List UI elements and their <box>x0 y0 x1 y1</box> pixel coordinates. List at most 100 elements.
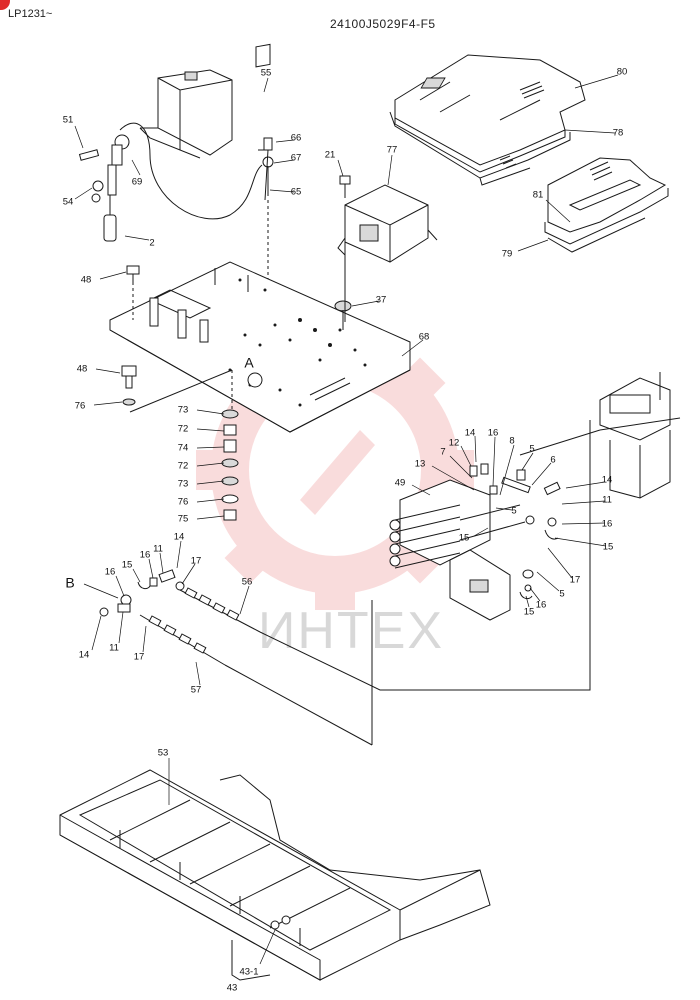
callout-leader-c14b <box>565 481 606 489</box>
callout-leader-c56 <box>239 585 250 615</box>
callout-label-c55: 55 <box>261 68 272 79</box>
callout-label-c51: 51 <box>63 115 74 126</box>
callout-leader-c11b <box>159 552 164 574</box>
floor-mat-80 <box>394 54 586 173</box>
callout-leader-c21 <box>337 159 344 177</box>
callout-label-c11c: 11 <box>109 643 119 654</box>
control-box <box>139 69 233 159</box>
callout-label-c69: 69 <box>132 177 143 188</box>
callout-leader-c49 <box>411 484 431 496</box>
callout-leader-c72b <box>196 462 225 467</box>
callout-label-c72b: 72 <box>178 461 189 472</box>
callout-leader-c16c <box>529 587 541 602</box>
callout-leader-c78 <box>564 129 616 134</box>
callout-leader-c2 <box>124 235 150 241</box>
linkage-parts-right <box>469 463 561 600</box>
watermark-text: ИНТЕХ <box>258 602 444 660</box>
callout-leader-c16d <box>148 558 154 579</box>
callout-label-c65: 65 <box>291 187 302 198</box>
cable-assembly <box>78 122 263 242</box>
callout-leader-c5c <box>536 571 560 592</box>
callout-label-c16d: 16 <box>140 550 151 561</box>
callout-label-c5b: 5 <box>511 506 516 517</box>
callout-leader-c75 <box>196 515 225 520</box>
callout-leader-c16b <box>561 522 606 525</box>
callout-leader-c57 <box>195 661 201 686</box>
callout-label-c12: 12 <box>449 438 460 449</box>
callout-label-c56: 56 <box>242 577 253 588</box>
callout-label-c78: 78 <box>613 128 624 139</box>
callout-label-c2: 2 <box>149 238 154 249</box>
callout-leader-c15b <box>473 527 489 537</box>
callout-label-c73a: 73 <box>178 405 189 416</box>
callout-label-c11b: 11 <box>153 544 163 555</box>
callout-leader-c80 <box>574 74 619 89</box>
callout-label-c14d: 14 <box>79 650 90 661</box>
corner-badge <box>0 0 10 10</box>
callout-leader-c77 <box>387 154 393 186</box>
callout-leader-c73b <box>196 480 225 485</box>
callout-label-c7: 7 <box>440 447 445 458</box>
callout-leader-c79 <box>517 239 549 252</box>
callout-leader-c74 <box>196 446 225 449</box>
callout-leader-c14c <box>176 540 182 569</box>
callout-leader-c8 <box>499 444 515 496</box>
callout-leader-c68 <box>401 339 424 357</box>
callout-label-cB: B <box>65 575 74 591</box>
callout-label-c49: 49 <box>395 478 406 489</box>
callout-leader-c72a <box>196 428 225 432</box>
callout-label-c79: 79 <box>502 249 513 260</box>
floor-mat-79 <box>544 188 669 253</box>
callout-leader-c6 <box>531 462 552 486</box>
callout-label-c14c: 14 <box>174 532 185 543</box>
callout-label-c14a: 14 <box>465 428 476 439</box>
callout-leader-c7 <box>449 455 473 479</box>
callout-label-c72a: 72 <box>178 424 189 435</box>
callout-leader-c66 <box>275 139 295 143</box>
control-valve-49 <box>389 479 526 621</box>
callout-label-c15b: 15 <box>459 533 470 544</box>
callout-label-c5a: 5 <box>529 444 534 455</box>
callout-label-c74: 74 <box>178 443 189 454</box>
callout-leader-c5a <box>521 452 534 471</box>
bolt-48-lower <box>121 365 137 406</box>
callout-leader-c81 <box>545 199 571 223</box>
callout-label-c81: 81 <box>533 190 544 201</box>
callout-leader-c69 <box>131 159 141 176</box>
frame-53 <box>59 769 491 981</box>
callout-label-c21: 21 <box>325 150 336 161</box>
callout-leader-c48a <box>99 271 127 280</box>
callout-label-c6: 6 <box>550 455 555 466</box>
callout-label-c66: 66 <box>291 133 302 144</box>
base-plate-68 <box>109 261 411 433</box>
callout-leader-c76a <box>93 401 123 406</box>
callout-leader-c67 <box>273 159 295 164</box>
callout-leader-c16e <box>115 575 125 597</box>
callout-leader-c65 <box>269 189 295 193</box>
callout-leader-c11a <box>561 500 606 505</box>
callout-leader-c15a <box>554 537 607 547</box>
lever-unit-right <box>519 372 681 499</box>
callout-label-c13: 13 <box>415 459 426 470</box>
callout-leader-c48b <box>95 368 121 374</box>
callout-leader-c43-1 <box>259 929 276 965</box>
callout-leader-c54 <box>74 187 93 200</box>
callout-label-c16b: 16 <box>602 519 613 530</box>
callout-label-c15d: 15 <box>122 560 133 571</box>
callout-label-c80: 80 <box>617 67 628 78</box>
callout-label-c57: 57 <box>191 685 202 696</box>
callout-leader-c16a <box>492 436 496 487</box>
callout-label-c76a: 76 <box>75 401 86 412</box>
control-cable-56 <box>179 587 261 633</box>
callout-label-c67: 67 <box>291 153 302 164</box>
callout-label-c11a: 11 <box>602 495 612 506</box>
callout-label-c77: 77 <box>387 145 398 156</box>
callout-label-c14b: 14 <box>602 475 613 486</box>
callout-label-c16a: 16 <box>488 428 499 439</box>
callout-label-c8: 8 <box>509 436 514 447</box>
callout-label-c16c: 16 <box>536 600 547 611</box>
callout-leader-c73a <box>196 409 225 415</box>
callout-label-c75: 75 <box>178 514 189 525</box>
callout-leader-cB <box>83 583 119 599</box>
